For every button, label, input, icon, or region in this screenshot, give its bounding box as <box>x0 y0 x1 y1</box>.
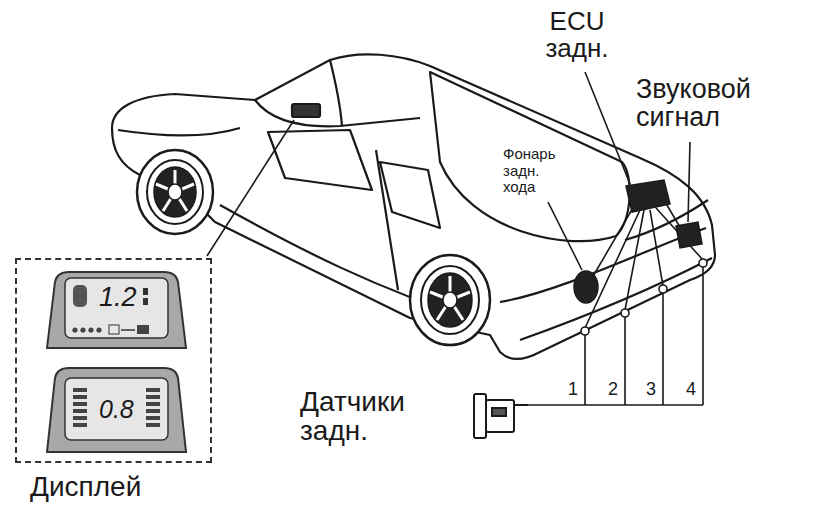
sensor-dot <box>621 309 629 317</box>
indicator-dot <box>88 327 93 332</box>
part-label: Датчики задн. <box>300 388 465 445</box>
leader-line <box>584 335 586 405</box>
lcd-window <box>65 278 168 338</box>
display-frame <box>47 272 186 348</box>
callout-number: 4 <box>686 380 700 398</box>
sensor-icon <box>474 394 528 438</box>
sensor-dot <box>659 285 667 293</box>
distance-bar <box>73 395 87 399</box>
distance-bar <box>73 423 87 427</box>
leader-line <box>662 293 664 405</box>
unit-icon <box>143 298 148 305</box>
leader-line <box>688 142 690 222</box>
car-body <box>255 100 420 126</box>
callout-number: 3 <box>646 380 660 398</box>
sensor-icon <box>474 394 486 438</box>
reverse-lamp <box>574 271 598 303</box>
sensor-dot <box>699 259 707 267</box>
part-label: ECU задн. <box>527 8 627 61</box>
leader-line <box>702 267 704 405</box>
car-icon <box>73 285 87 307</box>
lcd-window <box>65 378 168 440</box>
sensor-icon <box>486 400 514 432</box>
ecu-unit <box>626 180 670 212</box>
distance-bar <box>73 416 87 420</box>
display-panel: 0.8 <box>39 364 194 454</box>
car-body <box>430 72 630 241</box>
leader-line <box>207 120 294 256</box>
rear-wheel <box>428 273 472 327</box>
leader-line <box>207 72 703 405</box>
rear-wheel <box>430 276 470 320</box>
sensor-dot <box>581 259 707 335</box>
distance-bar <box>146 395 160 399</box>
indicator-dot <box>96 327 101 332</box>
rear-wheel <box>443 292 457 308</box>
callout-number: 2 <box>608 380 622 398</box>
indicator-icon <box>137 325 149 334</box>
display-panel: 1.2 <box>39 268 194 350</box>
unit-icon <box>143 288 148 295</box>
part-label: Звуковой сигнал <box>636 76 816 131</box>
distance-bar <box>146 409 160 413</box>
rear-wheel <box>410 255 490 345</box>
distance-bar <box>146 388 160 392</box>
distance-bar <box>73 409 87 413</box>
wiring <box>592 206 634 278</box>
sensor-dot <box>581 327 589 335</box>
front-wheel <box>147 160 203 224</box>
distance-bar <box>73 388 87 392</box>
distance-bar <box>146 416 160 420</box>
wiring <box>625 210 644 310</box>
car-body <box>520 258 712 340</box>
callout-number: 1 <box>568 380 582 398</box>
display-reading: 1.2 <box>99 282 137 313</box>
indicator-dot <box>80 327 85 332</box>
sensor-icon <box>514 404 528 406</box>
sensor-icon <box>492 408 506 416</box>
rear-wheel <box>421 266 479 334</box>
indicator-icon <box>109 325 119 334</box>
distance-bar <box>73 402 87 406</box>
car-body <box>376 150 398 290</box>
distance-bar <box>146 423 160 427</box>
indicator-dot <box>72 327 77 332</box>
display-frame <box>47 368 186 452</box>
leader-line <box>624 317 626 405</box>
car-body <box>118 128 240 135</box>
front-wheel <box>154 167 196 217</box>
wiring <box>585 210 640 328</box>
wiring <box>656 208 703 260</box>
indicator-icon <box>121 329 135 331</box>
car-body <box>292 104 320 117</box>
distance-bar <box>146 402 160 406</box>
display-reading: 0.8 <box>99 395 134 424</box>
leader-line <box>585 72 630 184</box>
front-wheel <box>156 170 194 211</box>
reverse-lamp <box>574 271 598 303</box>
leader-line <box>528 404 703 406</box>
front-wheel <box>137 150 213 234</box>
part-label: Фонарь задн. хода <box>503 146 575 196</box>
rear-wheel <box>410 255 490 345</box>
front-wheel <box>137 150 213 234</box>
ecu-unit <box>626 180 670 212</box>
front-wheel <box>168 184 182 200</box>
wiring <box>650 210 663 286</box>
leader-line <box>548 202 582 270</box>
car-body <box>380 162 440 228</box>
display-caption: Дисплей <box>30 471 141 503</box>
car-body <box>112 54 715 358</box>
wiring <box>585 200 703 328</box>
buzzer-unit <box>676 222 702 248</box>
car-body <box>330 60 342 126</box>
display-inset: Дисплей1.20.8 <box>15 258 212 463</box>
buzzer-unit <box>676 222 702 248</box>
car-body <box>268 130 372 190</box>
car-body <box>112 54 715 358</box>
